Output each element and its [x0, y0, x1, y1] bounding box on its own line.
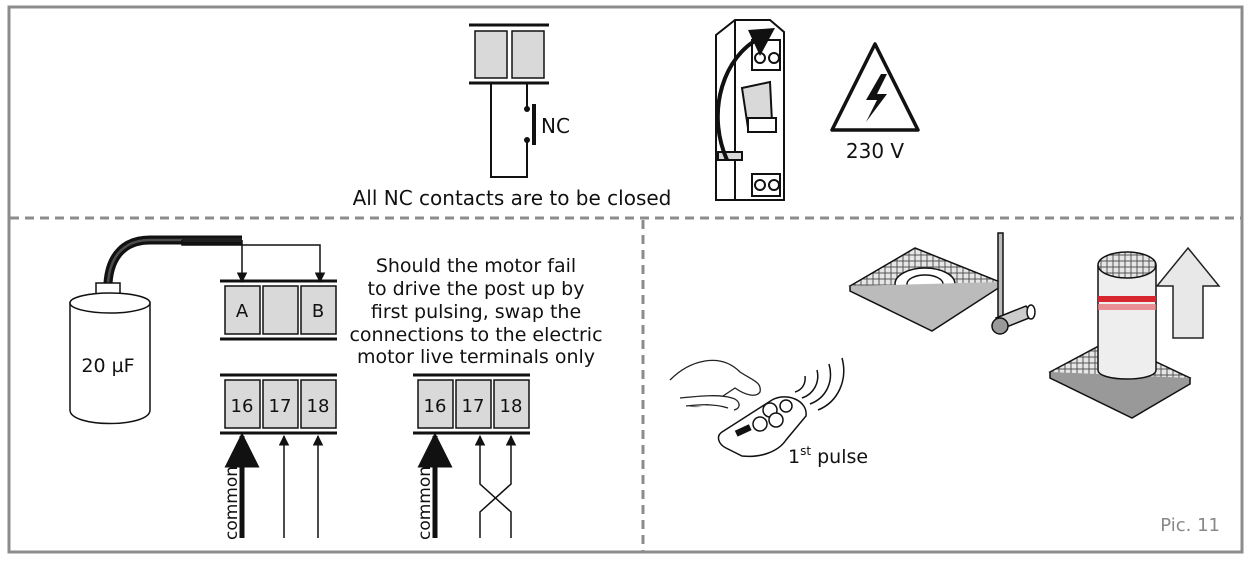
high-voltage-warning-icon: 230 V [830, 42, 920, 163]
terminal-b-label: B [312, 301, 324, 322]
hand-icon [669, 359, 761, 411]
terminal-18-label: 18 [500, 396, 523, 417]
terminal-16-label: 16 [424, 396, 447, 417]
ground-plate-icon [848, 247, 1002, 332]
instruction-line: connections to the electric [349, 324, 602, 346]
motor-terminal-block: A B [220, 279, 337, 341]
signal-waves-icon [794, 357, 845, 411]
terminal-17-label: 17 [462, 396, 485, 417]
terminal-block-swapped: 16 17 18 common [413, 373, 530, 540]
terminal-18-label: 18 [307, 396, 330, 417]
pic-label: Pic. 11 [1160, 515, 1220, 536]
terminal-a-label: A [236, 301, 249, 322]
nc-contact-diagram: NC All NC contacts are to be closed [353, 23, 672, 210]
nc-caption: All NC contacts are to be closed [353, 186, 672, 210]
voltage-label: 230 V [846, 139, 905, 163]
up-arrow-icon [1155, 246, 1221, 339]
capacitor-label: 20 µF [81, 355, 134, 377]
capacitor-icon: 20 µF [69, 235, 326, 425]
terminal-block-standard: 16 17 18 common [220, 373, 337, 540]
instruction-line: to drive the post up by [368, 278, 585, 300]
terminal-16-label: 16 [231, 396, 254, 417]
instruction-line: first pulsing, swap the [371, 301, 581, 323]
instruction-line: motor live terminals only [357, 346, 595, 368]
terminal-17-label: 17 [269, 396, 292, 417]
common-label: common [222, 466, 242, 540]
circuit-breaker-icon [715, 19, 785, 201]
instruction-line: Should the motor fail [376, 255, 576, 277]
remote-control-icon [717, 396, 807, 458]
nc-label: NC [541, 114, 570, 138]
outer-frame [7, 5, 1244, 554]
antenna-icon [991, 232, 1036, 335]
instruction-text: Should the motor fail to drive the post … [349, 255, 602, 368]
bollard-icon [1048, 251, 1192, 419]
pulse-label: 1st pulse [788, 444, 868, 468]
common-label: common [415, 466, 435, 540]
